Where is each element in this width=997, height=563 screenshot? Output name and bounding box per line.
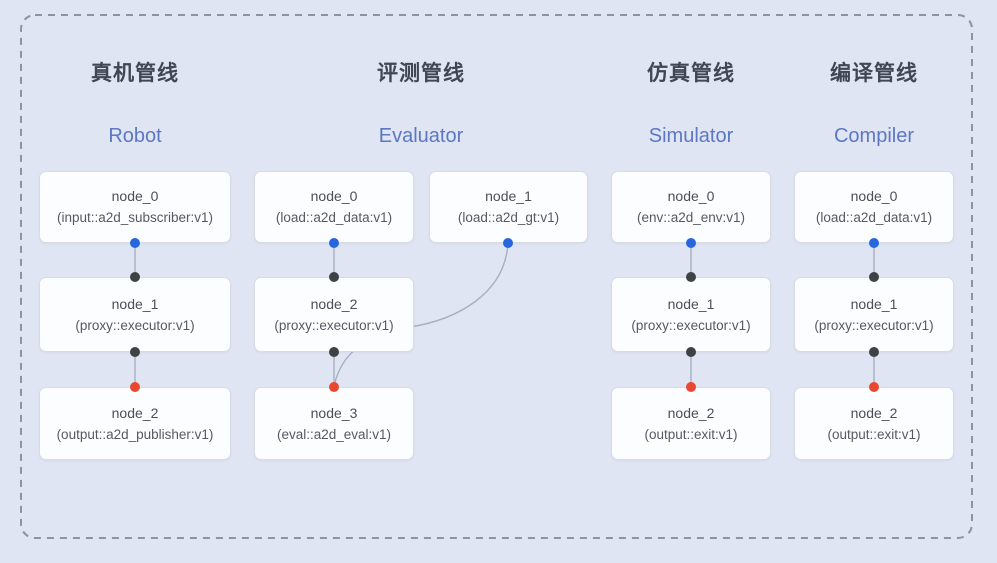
pipeline-title-en-simulator: Simulator: [648, 125, 734, 147]
port-dot-input-red: [686, 382, 696, 392]
node-box-compiler-0: node_0 (load::a2d_data:v1): [794, 171, 954, 243]
pipeline-title-en-compiler: Compiler: [833, 125, 915, 147]
node-type: (eval::a2d_eval:v1): [276, 426, 392, 442]
node-box-compiler-2: node_2 (output::exit:v1): [794, 387, 954, 460]
node-type: (output::exit:v1): [827, 426, 921, 442]
dashed-border: [20, 14, 973, 539]
node-name: node_2: [667, 404, 715, 421]
pipeline-title-zh-compiler: 编译管线: [830, 62, 918, 85]
node-name: node_0: [667, 188, 715, 204]
node-name: node_2: [310, 295, 358, 312]
port-dot-output-black: [686, 347, 696, 357]
port-dot-output-blue: [130, 238, 140, 248]
pipeline-title-zh-simulator: 仿真管线: [647, 62, 735, 85]
node-type: (load::a2d_data:v1): [275, 210, 393, 225]
node-box-evaluator-1: node_1 (load::a2d_gt:v1): [429, 171, 588, 243]
port-dot-input-red: [130, 382, 140, 392]
node-box-simulator-1: node_1 (proxy::executor:v1): [611, 277, 771, 352]
node-type: (env::a2d_env:v1): [636, 210, 746, 225]
port-dot-output-black: [130, 347, 140, 357]
port-dot-output-blue: [686, 238, 696, 248]
port-dot-input-black: [869, 272, 879, 282]
node-name: node_1: [485, 188, 532, 204]
node-name: node_2: [850, 404, 898, 421]
node-box-compiler-1: node_1 (proxy::executor:v1): [794, 277, 954, 352]
node-box-evaluator-3: node_3 (eval::a2d_eval:v1): [254, 387, 414, 460]
node-type: (proxy::executor:v1): [75, 317, 195, 333]
port-dot-input-black: [329, 272, 339, 282]
node-box-robot-2: node_2 (output::a2d_publisher:v1): [39, 387, 231, 460]
port-dot-input-red: [329, 382, 339, 392]
node-type: (proxy::executor:v1): [274, 317, 394, 333]
node-name: node_0: [111, 188, 159, 204]
port-dot-output-black: [869, 347, 879, 357]
node-name: node_0: [850, 188, 898, 204]
node-type: (output::a2d_publisher:v1): [56, 426, 214, 442]
node-type: (proxy::executor:v1): [814, 317, 934, 333]
pipeline-title-en-evaluator: Evaluator: [378, 125, 464, 147]
node-type: (load::a2d_data:v1): [815, 210, 933, 225]
node-box-simulator-2: node_2 (output::exit:v1): [611, 387, 771, 460]
node-box-robot-1: node_1 (proxy::executor:v1): [39, 277, 231, 352]
port-dot-output-blue: [869, 238, 879, 248]
node-name: node_2: [111, 404, 159, 421]
port-dot-output-blue: [503, 238, 513, 248]
node-box-evaluator-0: node_0 (load::a2d_data:v1): [254, 171, 414, 243]
node-name: node_1: [667, 295, 715, 312]
node-box-robot-0: node_0 (input::a2d_subscriber:v1): [39, 171, 231, 243]
node-name: node_1: [850, 295, 898, 312]
node-type: (input::a2d_subscriber:v1): [56, 210, 214, 225]
port-dot-input-black: [686, 272, 696, 282]
pipeline-title-zh-evaluator: 评测管线: [377, 62, 465, 85]
pipeline-title-zh-robot: 真机管线: [91, 62, 179, 85]
node-type: (load::a2d_gt:v1): [457, 210, 560, 225]
node-name: node_0: [310, 188, 358, 204]
node-name: node_3: [310, 404, 358, 421]
node-type: (proxy::executor:v1): [631, 317, 751, 333]
port-dot-output-blue: [329, 238, 339, 248]
node-box-simulator-0: node_0 (env::a2d_env:v1): [611, 171, 771, 243]
node-name: node_1: [111, 295, 159, 312]
node-type: (output::exit:v1): [644, 426, 738, 442]
port-dot-output-black: [329, 347, 339, 357]
port-dot-input-black: [130, 272, 140, 282]
pipeline-title-en-robot: Robot: [108, 125, 162, 147]
port-dot-input-red: [869, 382, 879, 392]
node-box-evaluator-2: node_2 (proxy::executor:v1): [254, 277, 414, 352]
